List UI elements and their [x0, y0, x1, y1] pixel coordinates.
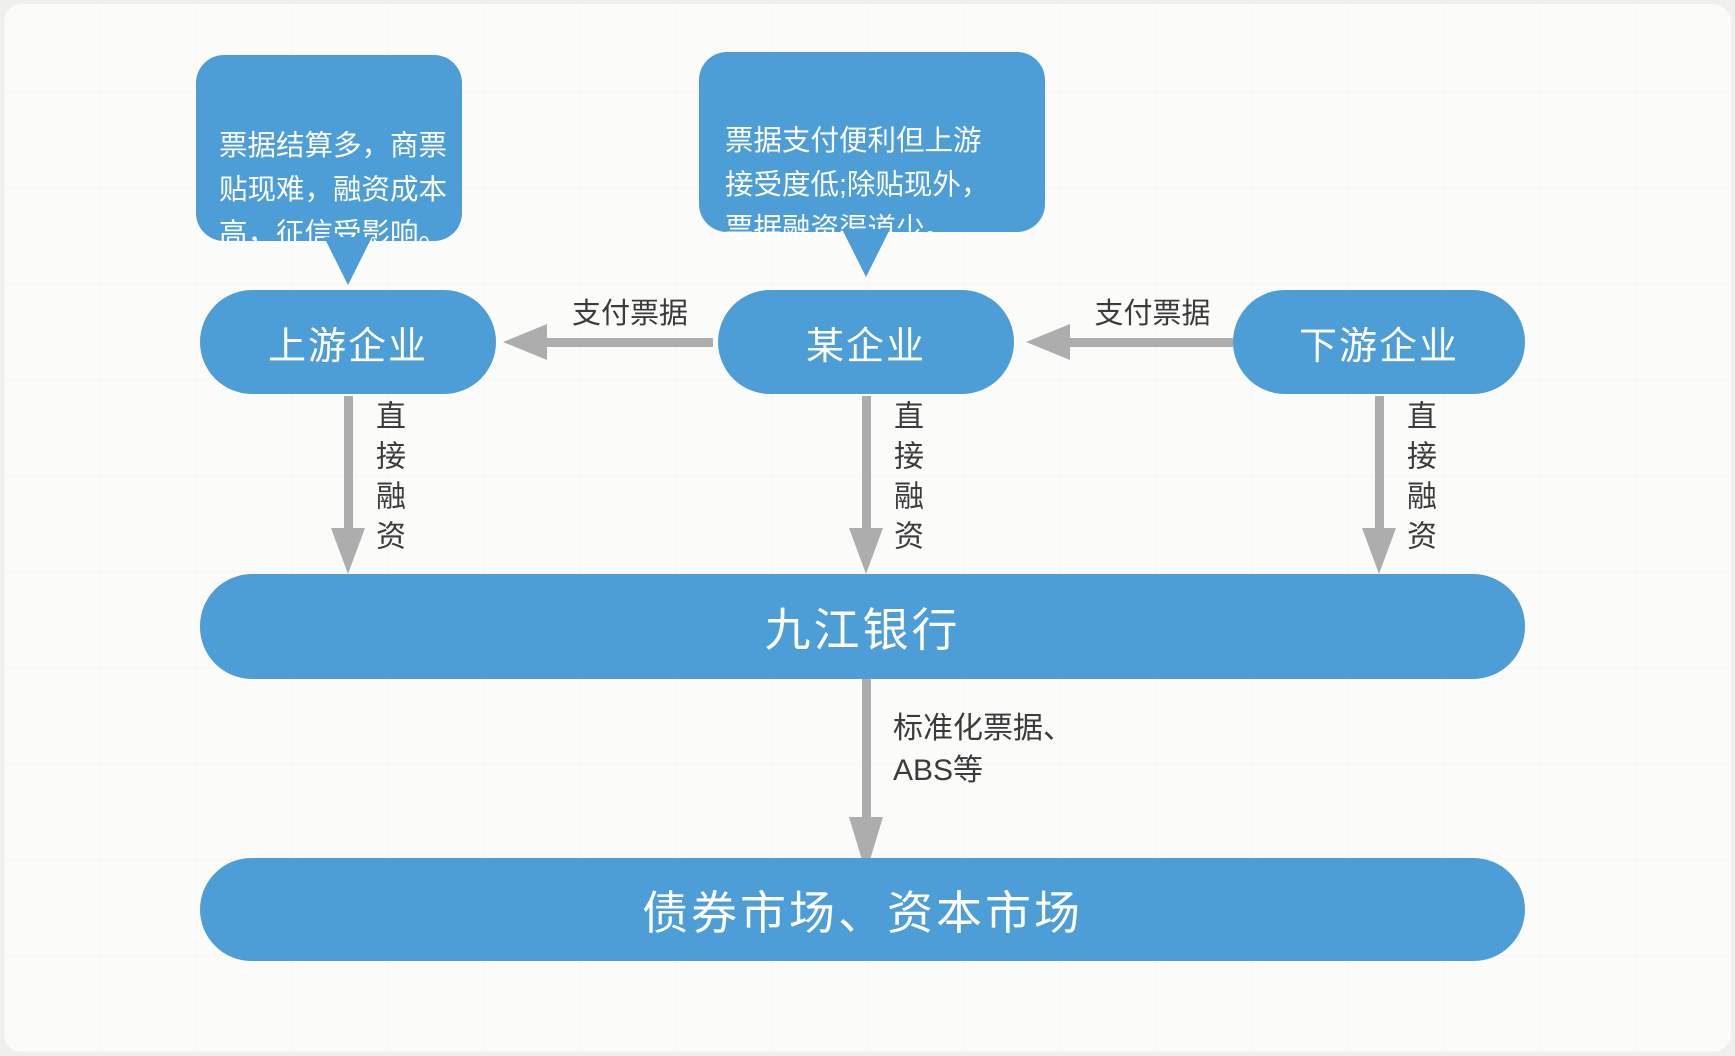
- arrow-down-downstream-head-icon: [1362, 528, 1396, 574]
- edge-label-pay-bill-left: 支付票据: [571, 298, 688, 330]
- callout-company-text: 票据支付便利但上游 接受度低;除贴现外， 票据融资渠道少。: [725, 125, 990, 245]
- arrow-down-company-shaft: [861, 396, 871, 530]
- arrow-down-upstream-shaft: [343, 396, 353, 530]
- callout-tail-upstream: [324, 237, 372, 285]
- node-bond-capital-market: 债券市场、资本市场: [200, 858, 1525, 961]
- node-company-label: 某企业: [805, 325, 926, 368]
- edge-label-direct-financing-3: 直接融资: [1402, 400, 1435, 560]
- callout-tail-company: [842, 229, 890, 277]
- arrow-bank-to-market-shaft: [861, 679, 871, 819]
- edge-label-pay-bill-right: 支付票据: [1094, 298, 1211, 330]
- node-downstream-label: 下游企业: [1298, 325, 1459, 368]
- node-downstream-enterprise: 下游企业: [1233, 290, 1525, 394]
- arrow-down-upstream-head-icon: [331, 528, 365, 574]
- node-jiujiang-bank: 九江银行: [200, 574, 1525, 679]
- node-upstream-enterprise: 上游企业: [200, 290, 496, 394]
- arrow-right-head-icon: [1026, 324, 1070, 360]
- arrow-left-head-icon: [503, 324, 547, 360]
- callout-company-note: 票据支付便利但上游 接受度低;除贴现外， 票据融资渠道少。: [699, 52, 1045, 245]
- node-upstream-label: 上游企业: [267, 325, 428, 368]
- callout-upstream-text: 票据结算多，商票 贴现难，融资成本 高，征信受影响。: [219, 130, 448, 250]
- edge-label-direct-financing-2: 直接融资: [889, 400, 922, 560]
- arrow-left-shaft: [545, 338, 713, 347]
- arrow-down-company-head-icon: [849, 528, 883, 574]
- edge-label-standardized-bills: 标准化票据、 ABS等: [893, 712, 1073, 787]
- node-bank-label: 九江银行: [764, 603, 961, 656]
- arrow-down-downstream-shaft: [1374, 396, 1384, 530]
- node-company: 某企业: [718, 290, 1014, 394]
- node-market-label: 债券市场、资本市场: [642, 886, 1083, 939]
- callout-upstream-note: 票据结算多，商票 贴现难，融资成本 高，征信受影响。: [196, 55, 462, 250]
- edge-label-direct-financing-1: 直接融资: [371, 400, 404, 560]
- arrow-right-shaft: [1068, 338, 1233, 347]
